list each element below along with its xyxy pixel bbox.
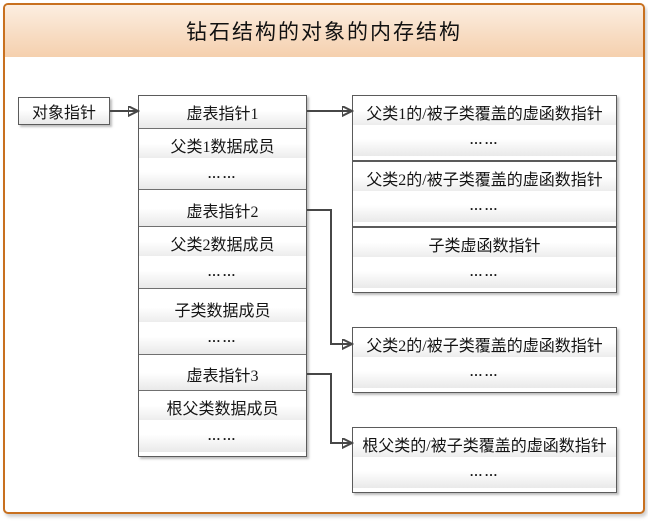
memory-cell-ellipsis: …… [139,256,306,289]
vtable-cell-ellipsis: …… [353,356,616,388]
vtable-cell: 子类虚函数指针 [353,228,616,261]
diagram-title: 钻石结构的对象的内存结构 [186,20,462,44]
vtable1-box: 父类1的/被子类覆盖的虚函数指针 …… 父类2的/被子类覆盖的虚函数指针 …… … [352,95,617,293]
vtable3-box: 根父类的/被子类覆盖的虚函数指针 …… [352,427,617,493]
memory-cell-ellipsis: …… [139,157,306,191]
memory-cell-child-data: 子类数据成员 [139,292,306,326]
object-pointer-label: 对象指针 [19,98,109,124]
vtable-cell: 父类2的/被子类覆盖的虚函数指针 [353,328,616,361]
memory-cell-root-parent-data: 根父类数据成员 [139,391,306,425]
vtable2-box: 父类2的/被子类覆盖的虚函数指针 …… [352,327,617,393]
memory-cell-vtable-ptr1: 虚表指针1 [139,96,306,129]
vtable-cell-ellipsis: …… [353,456,616,488]
memory-cell-ellipsis: …… [139,321,306,355]
vtable1-segment-parent2: 父类2的/被子类覆盖的虚函数指针 …… [352,161,617,227]
vtable1-segment-child: 子类虚函数指针 …… [352,227,617,293]
memory-cell-ellipsis: …… [139,420,306,452]
object-pointer-box: 对象指针 [18,97,110,125]
vtable-cell: 根父类的/被子类覆盖的虚函数指针 [353,428,616,461]
memory-cell-vtable-ptr3: 虚表指针3 [139,358,306,392]
title-bar: 钻石结构的对象的内存结构 [5,5,643,57]
vtable-cell-ellipsis: …… [353,190,616,222]
object-memory-box: 虚表指针1 父类1数据成员 …… 虚表指针2 父类2数据成员 …… 子类数据成员… [138,95,307,457]
vtable-cell-ellipsis: …… [353,124,616,156]
vtable-cell-ellipsis: …… [353,256,616,288]
memory-cell-vtable-ptr2: 虚表指针2 [139,194,306,228]
memory-cell-parent2-data: 父类2数据成员 [139,227,306,261]
vtable1-segment-parent1: 父类1的/被子类覆盖的虚函数指针 …… [352,95,617,161]
vtable-cell: 父类2的/被子类覆盖的虚函数指针 [353,162,616,195]
